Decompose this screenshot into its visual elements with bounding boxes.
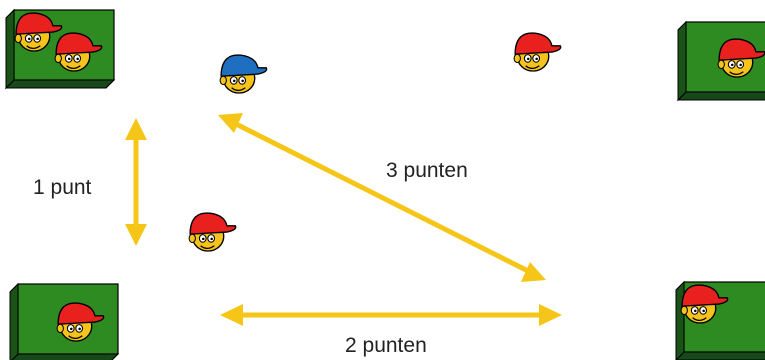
arrow-two-points — [220, 304, 562, 326]
player-red-cap-icon — [513, 32, 562, 72]
player-blue-cap-icon — [219, 54, 268, 94]
arrow-one-point — [125, 118, 147, 246]
label-two-points: 2 punten — [345, 334, 427, 357]
label-three-points: 3 punten — [386, 159, 468, 182]
player-red-cap-icon — [188, 212, 237, 252]
arrow-three-points — [218, 113, 546, 282]
label-one-point: 1 punt — [33, 176, 92, 199]
